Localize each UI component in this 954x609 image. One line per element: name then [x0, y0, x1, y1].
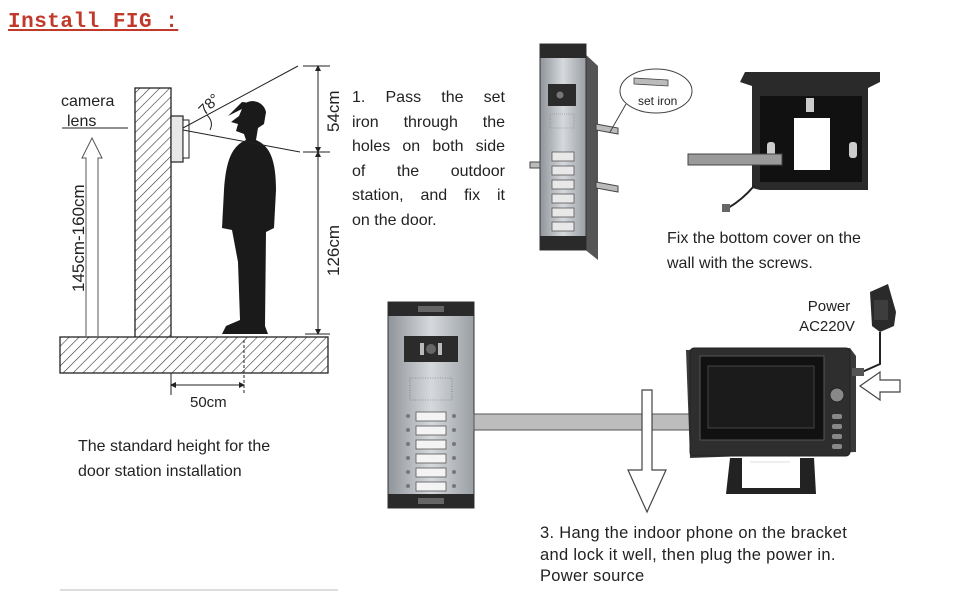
indoor-monitor [686, 347, 856, 494]
outdoor-station-side-view: set iron [529, 43, 693, 260]
plug-arrow [858, 370, 901, 402]
step3-line: and lock it well, then plug the power in… [540, 545, 836, 564]
step3-instructions: 3. Hang the indoor phone on the bracket … [540, 523, 920, 588]
lens-label: lens [67, 113, 96, 130]
door-station-profile [170, 115, 184, 163]
height-caption-line: The standard height for the [78, 438, 271, 455]
outdoor-station-panel [539, 43, 587, 251]
angle-label: 78° [195, 91, 223, 119]
outdoor-station-front [387, 301, 475, 509]
set-irons [529, 123, 619, 193]
floor [59, 336, 329, 374]
dim-145-160cm-label: 145cm-160cm [69, 184, 88, 292]
step1-line: 1. Pass the set [352, 89, 505, 106]
step3-line: Power source [540, 567, 645, 585]
dim-126cm-label: 126cm [324, 225, 343, 276]
sight-line-upper [182, 65, 299, 129]
connecting-cable [473, 413, 691, 431]
step2-line: Fix the bottom cover on the [667, 230, 861, 247]
step1-line: station, and fix it [352, 187, 505, 204]
power-adapter [852, 284, 901, 402]
step1-instructions: 1. Pass the set iron through the holes o… [352, 86, 505, 233]
bottom-cover-bracket [687, 72, 880, 212]
step2-instructions: Fix the bottom cover on the wall with th… [667, 227, 917, 276]
call-buttons-front [415, 411, 447, 492]
height-caption-line: door station installation [78, 462, 242, 480]
dim-145-160-arrow [81, 136, 103, 336]
person-silhouette [222, 101, 276, 334]
step1-line: on the door. [352, 211, 437, 229]
step2-line: wall with the screws. [667, 254, 813, 272]
step1-line: holes on both side [352, 138, 505, 155]
wall-screw-bar [687, 153, 783, 166]
step3-line: 3. Hang the indoor phone on the bracket [540, 524, 848, 542]
sight-line-lower [182, 129, 301, 153]
set-iron-label: set iron [638, 94, 677, 108]
dim-50cm-label: 50cm [190, 394, 227, 411]
wall [134, 87, 172, 339]
speaker-grille [409, 377, 453, 401]
call-buttons-side [551, 151, 575, 232]
power-label: Power AC220V [796, 297, 862, 337]
power-label-line2: AC220V [799, 318, 855, 335]
camera-label: camera [61, 93, 114, 110]
power-source-arrow [627, 389, 667, 514]
step1-line: of the outdoor [352, 162, 505, 180]
page-title: Install FIG : [8, 11, 179, 34]
height-caption: The standard height for the door station… [78, 435, 338, 484]
dim-54cm-label: 54cm [324, 90, 343, 132]
step1-line: iron through the [352, 113, 505, 131]
power-label-line1: Power [807, 298, 851, 315]
height-diagram: 78° 54cm 126cm 145cm-160cm 50cm camera l… [59, 65, 343, 411]
